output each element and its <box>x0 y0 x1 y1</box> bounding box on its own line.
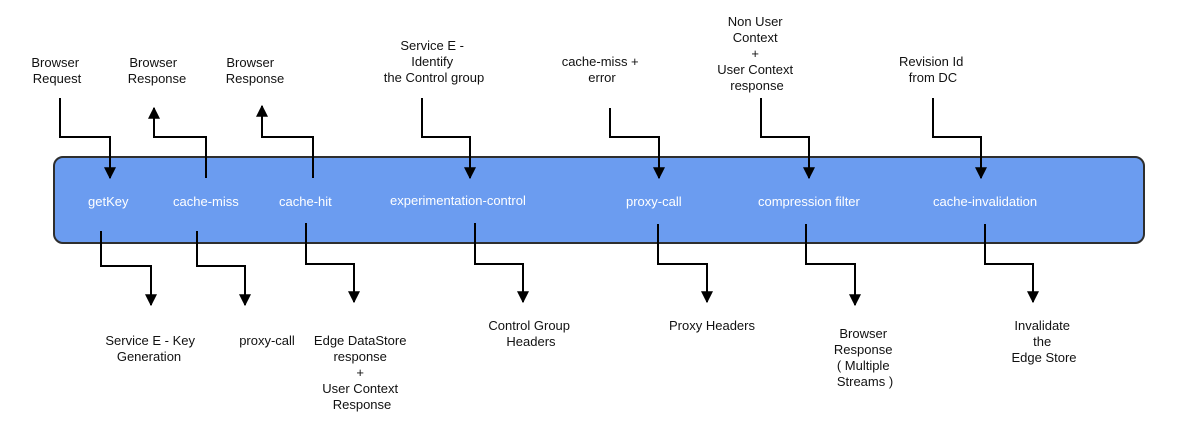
label-user-context-response: Non User Context + User Context response <box>717 14 797 93</box>
stage-cache-hit: cache-hit <box>279 194 332 209</box>
stage-cache-miss: cache-miss <box>173 194 239 209</box>
label-revision-id: Revision Id from DC <box>899 54 967 85</box>
arrow-browser-request-in <box>59 98 116 180</box>
label-cache-miss-error: cache-miss + error <box>562 54 643 85</box>
stage-cache-invalidation: cache-invalidation <box>933 194 1037 209</box>
arrow-proxy-call-out <box>196 231 251 307</box>
arrow-control-group-headers-out <box>474 223 529 304</box>
arrow-edge-datastore-out <box>305 223 360 304</box>
pipeline-bar <box>53 156 1145 244</box>
label-key-generation: Service E - Key Generation <box>105 333 198 364</box>
arrow-revision-id-in <box>932 98 987 180</box>
stage-getkey: getKey <box>88 194 129 209</box>
arrow-browser-response-out-2 <box>256 104 314 178</box>
label-service-e-identify: Service E - Identify the Control group <box>384 38 484 85</box>
stage-proxy-call: proxy-call <box>626 194 682 209</box>
arrow-user-context-response-in <box>760 98 815 180</box>
label-browser-response-2: Browser Response <box>226 55 285 86</box>
label-browser-response-streams: Browser Response ( Multiple Streams ) <box>834 326 896 389</box>
arrow-invalidate-store-out <box>984 224 1039 304</box>
label-control-group-headers: Control Group Headers <box>488 318 573 349</box>
stage-experimentation-control: experimentation-control <box>390 193 526 208</box>
arrow-browser-response-streams-out <box>805 224 861 307</box>
arrow-service-e-identify-in <box>421 98 476 180</box>
arrow-proxy-headers-out <box>657 224 713 304</box>
label-proxy-call: proxy-call <box>239 333 295 348</box>
arrow-key-generation-out <box>100 231 157 307</box>
label-invalidate-edge-store: Invalidate the Edge Store <box>1011 318 1076 365</box>
label-edge-datastore-response: Edge DataStore response + User Context R… <box>314 333 410 412</box>
label-proxy-headers: Proxy Headers <box>669 318 755 333</box>
stage-compression-filter: compression filter <box>758 194 861 209</box>
arrow-cache-miss-error-in <box>609 108 665 180</box>
arrow-browser-response-out-1 <box>148 106 207 178</box>
label-browser-response-1: Browser Response <box>128 55 187 86</box>
label-browser-request: Browser Request <box>31 55 82 86</box>
